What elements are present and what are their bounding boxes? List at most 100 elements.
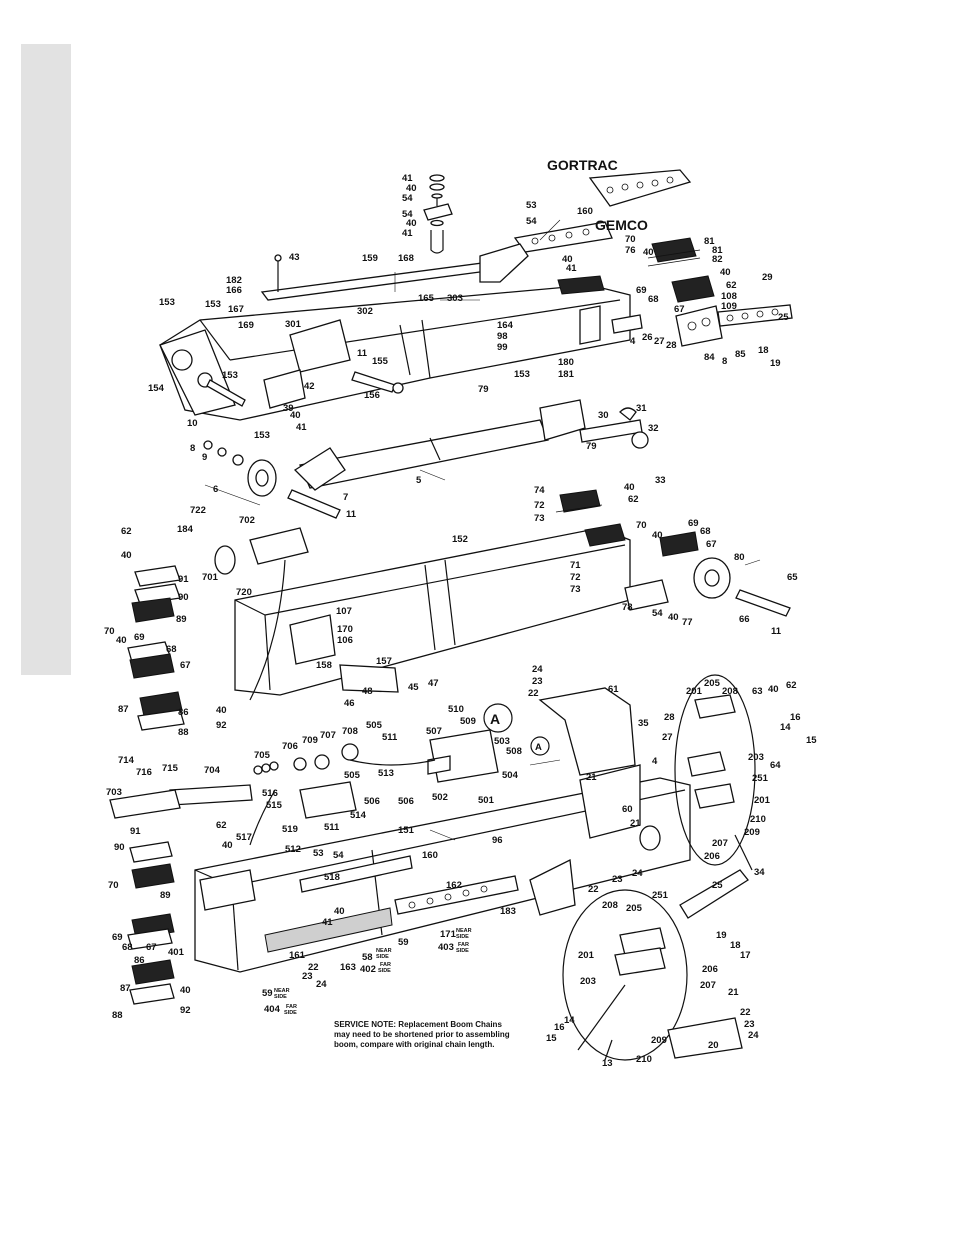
svg-text:82: 82 xyxy=(712,254,723,265)
svg-text:709: 709 xyxy=(302,735,318,746)
svg-text:714: 714 xyxy=(118,755,135,766)
svg-text:23: 23 xyxy=(532,676,543,687)
svg-text:43: 43 xyxy=(289,252,300,263)
sheave-701 xyxy=(214,527,309,701)
svg-text:4: 4 xyxy=(652,756,658,767)
lift-cylinder-5 xyxy=(293,399,649,491)
svg-text:205: 205 xyxy=(626,903,643,914)
page-side-tab xyxy=(21,44,71,675)
svg-text:210: 210 xyxy=(636,1054,652,1065)
svg-text:62: 62 xyxy=(121,526,132,537)
chain-518 xyxy=(299,855,413,893)
svg-text:154: 154 xyxy=(148,383,165,394)
svg-text:518: 518 xyxy=(324,872,340,883)
svg-text:171: 171 xyxy=(440,929,457,940)
svg-text:210: 210 xyxy=(750,814,766,825)
svg-text:164: 164 xyxy=(497,320,514,331)
svg-text:67: 67 xyxy=(674,304,685,315)
svg-text:516: 516 xyxy=(262,788,278,799)
svg-text:24: 24 xyxy=(532,664,543,675)
svg-text:27: 27 xyxy=(654,336,665,347)
svg-text:73: 73 xyxy=(570,584,581,595)
svg-text:SIDE: SIDE xyxy=(456,948,469,954)
svg-text:157: 157 xyxy=(376,656,392,667)
svg-text:71: 71 xyxy=(570,560,581,571)
svg-text:160: 160 xyxy=(422,850,438,861)
svg-text:40: 40 xyxy=(562,254,573,265)
svg-text:509: 509 xyxy=(460,716,476,727)
pin-7 xyxy=(287,489,341,519)
svg-text:54: 54 xyxy=(652,608,663,619)
svg-text:87: 87 xyxy=(120,983,131,994)
svg-text:41: 41 xyxy=(402,228,413,239)
svg-text:78: 78 xyxy=(622,602,633,613)
svg-text:40: 40 xyxy=(643,247,654,258)
svg-text:505: 505 xyxy=(344,770,361,781)
svg-text:77: 77 xyxy=(682,617,693,628)
svg-text:40: 40 xyxy=(668,612,679,623)
sheave-6 xyxy=(247,459,277,497)
svg-text:79: 79 xyxy=(586,441,597,452)
svg-text:70: 70 xyxy=(625,234,636,245)
svg-text:74: 74 xyxy=(534,485,545,496)
svg-text:59: 59 xyxy=(398,937,409,948)
svg-text:99: 99 xyxy=(497,342,508,353)
svg-text:73: 73 xyxy=(534,513,545,524)
svg-text:SIDE: SIDE xyxy=(274,994,287,1000)
svg-text:60: 60 xyxy=(622,804,633,815)
near-far-side-labels: NEAR SIDE FAR SIDE NEAR SIDE FAR SIDE NE… xyxy=(274,928,472,1016)
svg-text:25: 25 xyxy=(778,312,789,323)
svg-text:26: 26 xyxy=(642,332,653,343)
svg-text:21: 21 xyxy=(630,818,641,829)
pads-163-402 xyxy=(264,907,393,953)
svg-text:32: 32 xyxy=(648,423,659,434)
svg-text:16: 16 xyxy=(554,1022,565,1033)
svg-text:47: 47 xyxy=(428,678,439,689)
chain-25 xyxy=(717,304,793,327)
wear-pad-109 xyxy=(671,275,715,303)
svg-text:207: 207 xyxy=(712,838,728,849)
svg-text:FAR: FAR xyxy=(286,1004,297,1010)
svg-text:201: 201 xyxy=(578,950,595,961)
svg-text:208: 208 xyxy=(722,686,738,697)
svg-text:64: 64 xyxy=(770,760,781,771)
svg-text:510: 510 xyxy=(448,704,464,715)
svg-text:517: 517 xyxy=(236,832,252,843)
svg-text:29: 29 xyxy=(762,272,773,283)
svg-text:703: 703 xyxy=(106,787,122,798)
svg-text:8: 8 xyxy=(190,443,195,454)
svg-text:170: 170 xyxy=(337,624,353,635)
hw-8-9-10 xyxy=(203,440,244,466)
svg-text:181: 181 xyxy=(558,369,575,380)
svg-text:722: 722 xyxy=(190,505,206,516)
svg-text:508: 508 xyxy=(506,746,522,757)
svg-text:25: 25 xyxy=(712,880,723,891)
svg-text:513: 513 xyxy=(378,768,394,779)
svg-text:63: 63 xyxy=(752,686,763,697)
svg-text:183: 183 xyxy=(500,906,516,917)
svg-text:40: 40 xyxy=(290,410,301,421)
svg-text:19: 19 xyxy=(770,358,781,369)
svg-text:68: 68 xyxy=(700,526,711,537)
svg-text:54: 54 xyxy=(402,209,413,220)
svg-text:20: 20 xyxy=(708,1040,719,1051)
svg-text:8: 8 xyxy=(722,356,727,367)
svg-text:152: 152 xyxy=(452,534,468,545)
svg-text:512: 512 xyxy=(285,844,301,855)
svg-text:31: 31 xyxy=(636,403,647,414)
svg-text:53: 53 xyxy=(313,848,324,859)
svg-text:107: 107 xyxy=(336,606,352,617)
svg-text:91: 91 xyxy=(178,574,189,585)
svg-text:28: 28 xyxy=(666,340,677,351)
svg-text:184: 184 xyxy=(177,524,194,535)
svg-text:706: 706 xyxy=(282,741,298,752)
svg-text:54: 54 xyxy=(333,850,344,861)
svg-text:24: 24 xyxy=(316,979,327,990)
svg-text:61: 61 xyxy=(608,684,619,695)
svg-text:501: 501 xyxy=(478,795,495,806)
bracket-39 xyxy=(263,369,306,409)
svg-text:19: 19 xyxy=(716,930,727,941)
svg-text:33: 33 xyxy=(655,475,666,486)
svg-text:FAR: FAR xyxy=(458,942,469,948)
